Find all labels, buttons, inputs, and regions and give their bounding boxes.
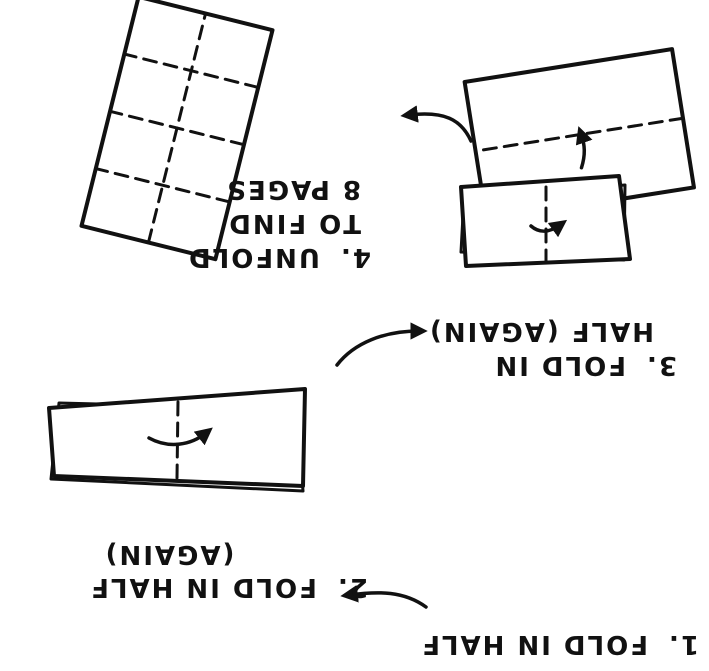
step-1-label: 1. FOLD IN HALF	[420, 629, 699, 659]
step-2-line-2: (AGAIN)	[104, 539, 235, 569]
step-2-line-1: FOLD IN HALF	[89, 572, 317, 602]
step-3-number: 3.	[645, 350, 677, 380]
step-1-fold-arrow-icon	[575, 126, 593, 170]
step-2-fold-arrow-icon	[147, 427, 213, 447]
arrow-step-2-to-3-icon	[335, 322, 428, 367]
step-2-fold-line	[175, 399, 180, 480]
step-4-line-2: TO FIND	[227, 208, 361, 238]
step-2-label: 2. FOLD IN HALF (AGAIN)	[78, 539, 368, 602]
step-1-number: 1.	[667, 629, 699, 659]
step-3-paper	[459, 174, 632, 268]
step-4-paper	[79, 0, 275, 262]
step-3-label: 3. FOLD IN HALF (AGAIN)	[428, 316, 677, 380]
step-2-number: 2.	[336, 572, 368, 602]
step-4-fold-line-1	[94, 167, 232, 204]
arrow-step-1-to-2-icon	[340, 585, 428, 609]
step-4-line-1: UNFOLD	[187, 242, 320, 272]
step-4-fold-line-2	[108, 109, 246, 147]
step-2-paper	[47, 387, 307, 493]
step-4-line-3: 8 PAGES	[225, 174, 361, 204]
step-4-fold-line-3	[122, 52, 260, 89]
step-4-label: 4. UNFOLD TO FIND 8 PAGES	[176, 174, 371, 272]
step-4-number: 4.	[339, 242, 371, 272]
step-1-line-1: FOLD IN HALF	[420, 629, 648, 659]
step-3-line-2: HALF (AGAIN)	[428, 316, 654, 346]
arrow-step-3-to-4-icon	[400, 105, 473, 143]
step-3-fold-arrow-icon	[529, 219, 568, 238]
step-3-line-1: FOLD IN	[493, 350, 626, 380]
